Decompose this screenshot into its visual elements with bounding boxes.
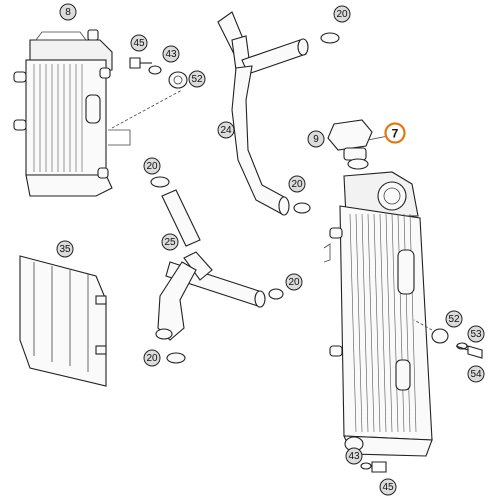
radiator-fin — [391, 213, 399, 433]
radiator-fin — [385, 213, 393, 433]
left-hardware — [129, 57, 188, 89]
callout-label: 20 — [336, 9, 348, 20]
callout-circle — [130, 34, 148, 52]
callout-45: 45 — [130, 34, 148, 52]
callout-label: 25 — [164, 237, 176, 248]
callout-circle — [56, 240, 74, 258]
callout-35: 35 — [56, 240, 74, 258]
callout-7-highlighted: 7 — [384, 122, 406, 144]
callout-circle — [162, 45, 180, 63]
radiator-fin — [361, 213, 369, 433]
callout-circle — [59, 3, 77, 21]
callout-25: 25 — [161, 233, 179, 251]
callout-label: 20 — [146, 353, 158, 364]
callout-52: 52 — [445, 310, 463, 328]
right-radiator — [323, 171, 433, 457]
callout-label: 53 — [470, 329, 482, 340]
callout-9: 9 — [307, 130, 325, 148]
callout-circle — [288, 175, 306, 193]
callout-label: 20 — [288, 277, 300, 288]
left-radiator — [13, 29, 183, 197]
radiator-fin — [379, 213, 387, 433]
hose-24 — [217, 11, 309, 216]
callout-label: 52 — [448, 314, 460, 325]
callout-circle — [161, 233, 179, 251]
callout-52: 52 — [188, 70, 206, 88]
shroud-35 — [19, 255, 107, 387]
callout-45: 45 — [379, 478, 397, 496]
radiator-fin — [397, 213, 405, 433]
callout-circle — [345, 447, 363, 465]
callout-circle — [467, 365, 485, 383]
callout-label: 20 — [146, 161, 158, 172]
callout-circle — [307, 130, 325, 148]
radiator-fin — [349, 213, 357, 433]
callout-circle — [384, 122, 406, 144]
radiator-fin — [373, 213, 381, 433]
callout-label: 43 — [348, 451, 360, 462]
callout-label: 45 — [382, 482, 394, 493]
callout-43: 43 — [345, 447, 363, 465]
radiator-fin — [367, 213, 375, 433]
callout-20: 20 — [143, 349, 161, 367]
callout-43: 43 — [162, 45, 180, 63]
callout-circle — [188, 70, 206, 88]
hose-clamps — [150, 32, 340, 364]
right-hardware — [344, 319, 483, 473]
callout-label: 7 — [392, 127, 399, 141]
callout-label: 8 — [65, 7, 71, 18]
hose-25 — [155, 189, 266, 341]
callout-circle — [143, 349, 161, 367]
callout-circle — [445, 310, 463, 328]
callout-label: 24 — [220, 125, 232, 136]
callout-label: 52 — [191, 74, 203, 85]
callout-24: 24 — [217, 121, 235, 139]
callout-label: 35 — [59, 244, 71, 255]
callout-label: 43 — [165, 49, 177, 60]
callout-circle — [467, 325, 485, 343]
callout-circle — [217, 121, 235, 139]
callout-20: 20 — [143, 157, 161, 175]
callout-label: 9 — [313, 134, 319, 145]
radiator-fin — [355, 213, 363, 433]
callout-circle — [143, 157, 161, 175]
callout-label: 45 — [133, 38, 145, 49]
callout-20: 20 — [333, 5, 351, 23]
callout-8: 8 — [59, 3, 77, 21]
callout-53: 53 — [467, 325, 485, 343]
callout-label: 54 — [470, 369, 482, 380]
callout-20: 20 — [285, 273, 303, 291]
radiator-cap — [327, 119, 389, 170]
callout-circle — [333, 5, 351, 23]
callout-layer: 8 45 43 52 20 24 9 7 20 20 35 25 20 20 52 53 54 43 45 — [56, 3, 485, 496]
callout-54: 54 — [467, 365, 485, 383]
callout-circle — [285, 273, 303, 291]
callout-20: 20 — [288, 175, 306, 193]
callout-label: 20 — [291, 179, 303, 190]
callout-circle — [379, 478, 397, 496]
